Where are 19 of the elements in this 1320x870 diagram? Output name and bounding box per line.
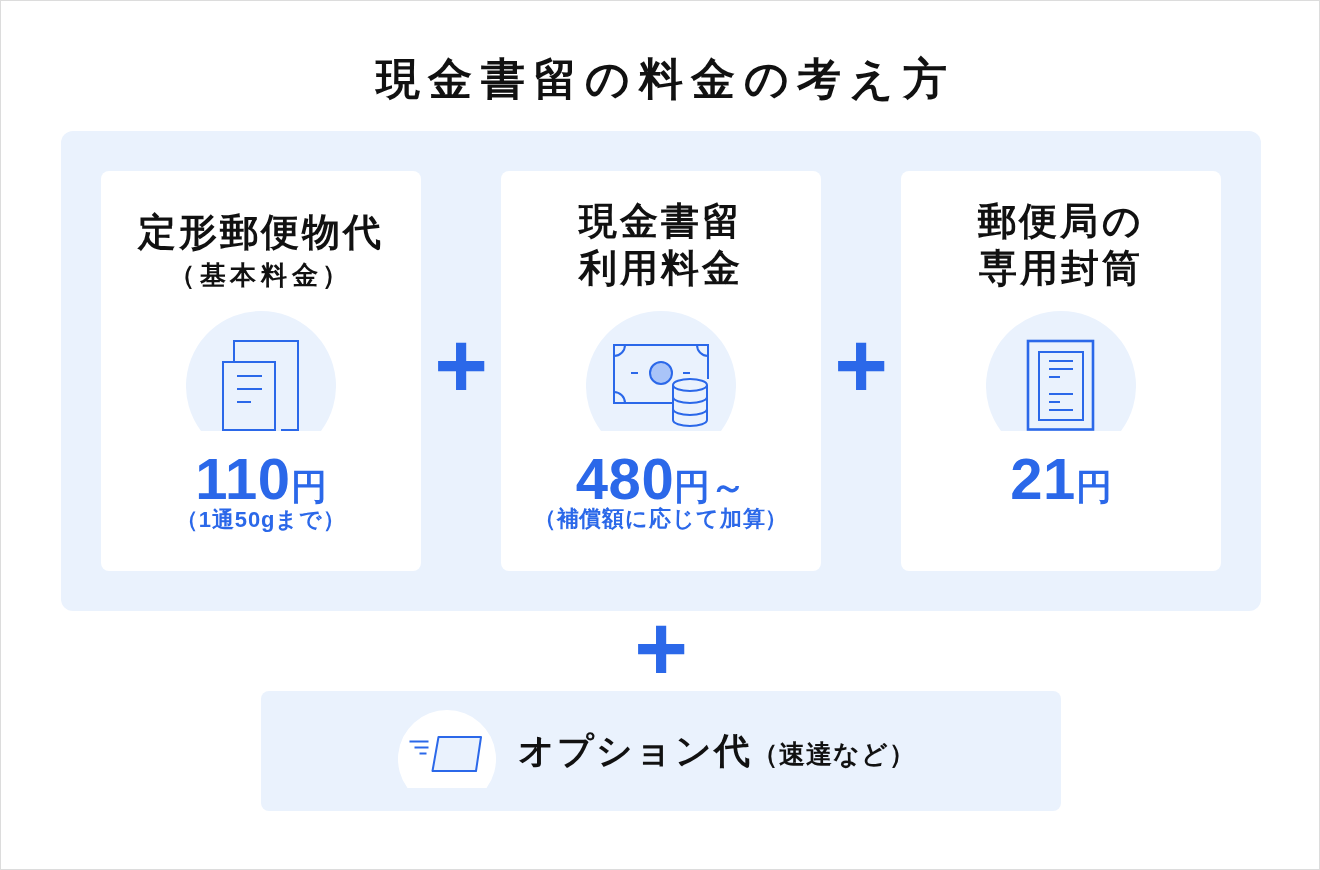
plus-sign: + bbox=[833, 319, 889, 411]
price-card bbox=[101, 171, 421, 571]
price-unit: 円 bbox=[1075, 467, 1112, 507]
price-card bbox=[901, 171, 1221, 571]
title: 現金書留の料金の考え方 bbox=[376, 53, 955, 105]
option-heading: オプション代 bbox=[518, 729, 752, 773]
option-note: （速達など） bbox=[751, 738, 917, 771]
plus-sign: + bbox=[433, 319, 489, 411]
card-heading: 郵便局の専用封筒 bbox=[976, 199, 1145, 291]
price-value: 21 bbox=[1010, 447, 1076, 511]
card-heading: 定形郵便物代 bbox=[137, 210, 385, 254]
price-unit: 円～ bbox=[674, 467, 747, 507]
panel bbox=[61, 131, 1261, 611]
card-subheading: （基本料金） bbox=[168, 259, 354, 291]
price-unit: 円 bbox=[290, 467, 327, 507]
price-card bbox=[501, 171, 821, 571]
option-box bbox=[261, 691, 1061, 811]
plus-sign: + bbox=[633, 602, 689, 694]
card-heading: 現金書留利用料金 bbox=[577, 199, 745, 291]
